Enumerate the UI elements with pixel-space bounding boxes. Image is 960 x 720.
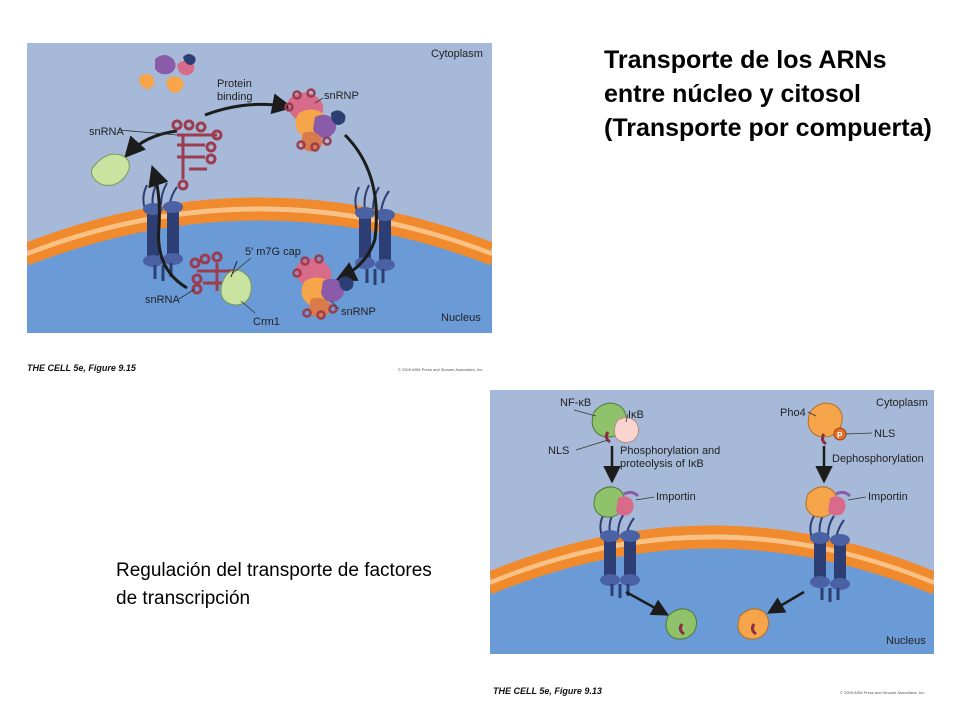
- nfkb-ikb-complex: [591, 402, 640, 444]
- snrna-transport-figure: Cytoplasm Nucleus Protein binding snRNP …: [27, 43, 492, 333]
- pho4-label: Pho4: [780, 407, 806, 419]
- snrna-cytoplasm: [171, 119, 223, 191]
- pho4-in-nucleus: [737, 608, 770, 640]
- snrna-bottom-label: snRNA: [145, 294, 181, 306]
- nfkb-label: NF-κB: [560, 397, 591, 409]
- crm1-label: Crm1: [253, 316, 280, 328]
- nucleus-label-2: Nucleus: [886, 635, 926, 647]
- nuclear-envelope-light-2: [490, 534, 934, 586]
- nuclear-envelope-inner-2: [490, 539, 934, 595]
- slide-title: Transporte de los ARNs entre núcleo y ci…: [604, 46, 932, 142]
- snrnp-complex-bottom: [292, 254, 354, 320]
- phosphorylation-label-line2: proteolysis of IκB: [620, 458, 704, 470]
- arrow-to-free-protein: [124, 129, 178, 159]
- nuclear-envelope-outer-2: [490, 525, 934, 581]
- nls-left-label: NLS: [548, 445, 569, 457]
- free-proteins: [139, 54, 196, 93]
- snrnp-complex-top: [284, 88, 346, 152]
- nucleus-region: [27, 216, 492, 333]
- arrow-export: [148, 165, 188, 290]
- nuclear-pore-left-2: [599, 511, 640, 598]
- dephosphorylation-label: Dephosphorylation: [832, 453, 924, 465]
- cytoplasm-label-2: Cytoplasm: [876, 397, 928, 409]
- figure-top-copyright: © 2009 ASM Press and Sinauer Associates,…: [398, 367, 484, 372]
- protein-binding-label-line1: Protein: [217, 78, 252, 90]
- cap-label: 5′ m7G cap: [245, 246, 301, 258]
- phosphate-label: P: [837, 431, 843, 440]
- crm1-protein: [220, 269, 252, 306]
- arrow-import: [335, 133, 378, 281]
- nuclear-pore-right-2: [809, 513, 850, 602]
- phosphorylation-label-line1: Phosphorylation and: [620, 445, 720, 457]
- snrna-top-label: snRNA: [89, 126, 125, 138]
- snrna-with-crm1: [189, 251, 252, 306]
- arrow-pho4-into-nucleus: [766, 590, 805, 614]
- released-protein: [90, 153, 130, 186]
- nls-right-label: NLS: [874, 428, 895, 440]
- pho4-complex: [807, 402, 847, 446]
- nuclear-envelope-inner: [27, 211, 492, 266]
- protein-binding-label-line2: binding: [217, 91, 252, 103]
- pho4-importin: [805, 486, 852, 518]
- slide-subtitle: Regulación del transporte de factores de…: [116, 560, 432, 609]
- figure-bottom-caption: THE CELL 5e, Figure 9.13: [493, 686, 602, 696]
- arrow-nfkb-into-nucleus: [625, 590, 670, 616]
- cytoplasm-label: Cytoplasm: [431, 48, 483, 60]
- nfkb-in-nucleus: [665, 608, 698, 640]
- transcription-factor-figure: Cytoplasm Nucleus NF-κB IκB NLS Phosphor…: [490, 390, 934, 654]
- importin-left-label: Importin: [656, 491, 696, 503]
- importin-right-label: Importin: [868, 491, 908, 503]
- figure-bottom-copyright: © 2009 ASM Press and Sinauer Associates,…: [840, 690, 926, 695]
- figure-top-caption: THE CELL 5e, Figure 9.15: [27, 363, 136, 373]
- ikb-label: IκB: [628, 409, 644, 421]
- snrnp-bottom-label: snRNP: [341, 306, 376, 318]
- snrnp-top-label: snRNP: [324, 90, 359, 102]
- nucleus-label: Nucleus: [441, 312, 481, 324]
- arrow-protein-binding: [204, 93, 294, 117]
- nuclear-envelope-outer: [27, 197, 492, 252]
- nuclear-envelope-light: [27, 206, 492, 257]
- nfkb-importin: [593, 486, 640, 518]
